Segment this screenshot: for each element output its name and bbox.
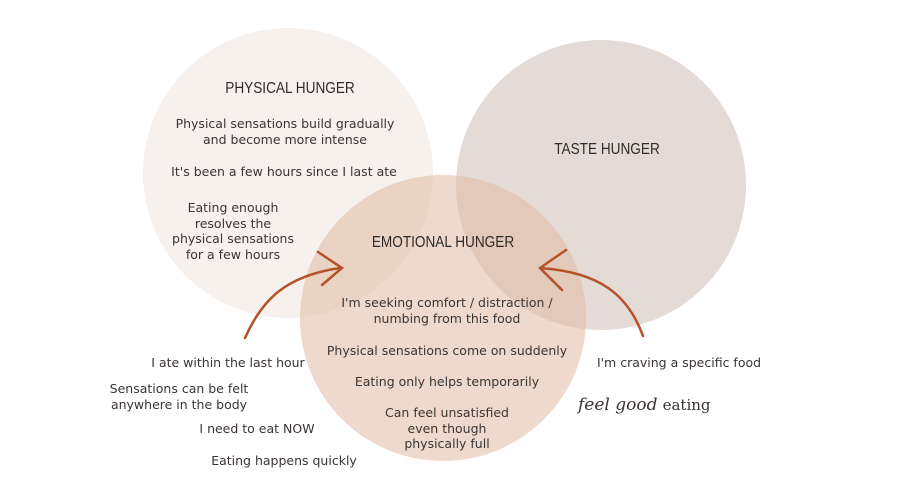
- emotional-hunger-title: EMOTIONAL HUNGER: [371, 234, 515, 251]
- emotional-item: Can feel unsatisfied even though physica…: [385, 405, 509, 451]
- physical-item: Physical sensations build gradually and …: [175, 116, 395, 147]
- outside-right-item: I'm craving a specific food: [596, 355, 762, 370]
- logo-script: feel good: [578, 395, 658, 415]
- physical-hunger-title: PHYSICAL HUNGER: [225, 80, 355, 97]
- outside-left-item: Sensations can be felt anywhere in the b…: [109, 381, 249, 412]
- emotional-item: I'm seeking comfort / distraction / numb…: [341, 295, 553, 326]
- left-arrow-icon: [243, 250, 345, 340]
- emotional-item: Eating only helps temporarily: [354, 374, 540, 389]
- outside-left-item: I need to eat NOW: [199, 421, 315, 436]
- physical-item: It's been a few hours since I last ate: [171, 164, 397, 179]
- emotional-item: Physical sensations come on suddenly: [326, 343, 568, 358]
- outside-left-item: Eating happens quickly: [211, 453, 357, 468]
- right-arrow-icon: [538, 248, 645, 338]
- feel-good-eating-logo: feel good eating: [578, 395, 711, 415]
- outside-left-item: I ate within the last hour: [151, 355, 305, 370]
- physical-item: Eating enough resolves the physical sens…: [172, 200, 294, 262]
- emotional-hunger-circle: [300, 175, 586, 461]
- taste-hunger-title: TASTE HUNGER: [554, 141, 660, 158]
- logo-text: eating: [662, 396, 711, 414]
